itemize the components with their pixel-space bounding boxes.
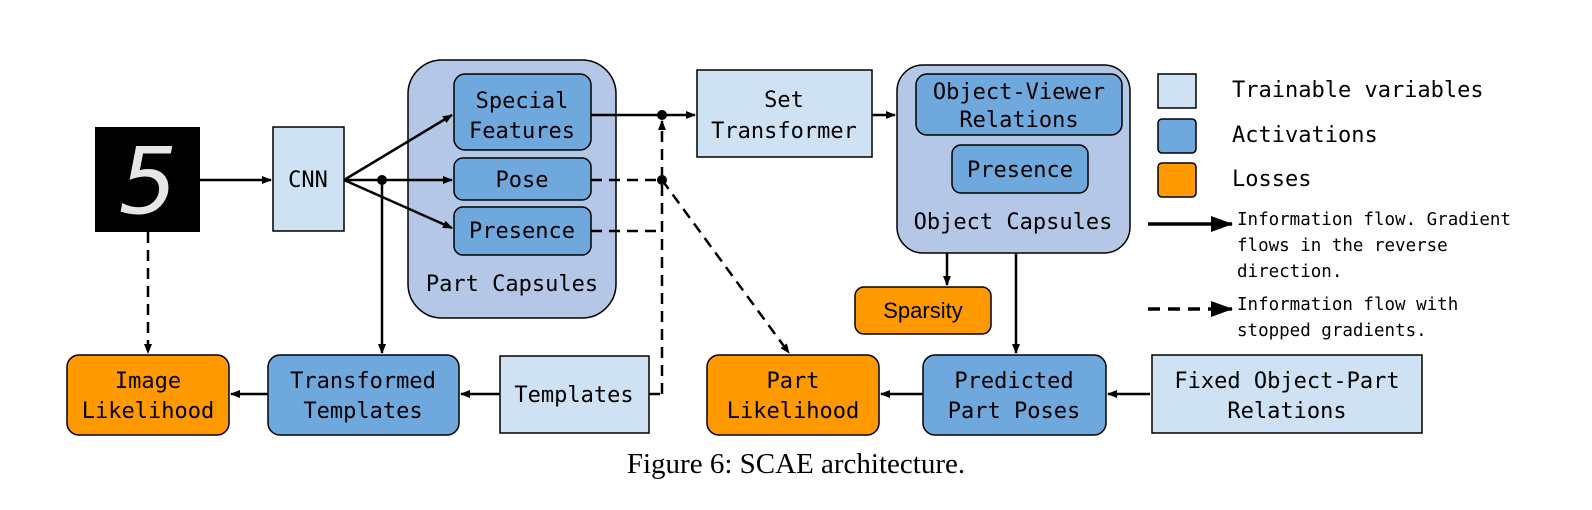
object-viewer-line-1: Object-Viewer — [933, 80, 1105, 105]
input-digit-image: 5 — [95, 127, 200, 235]
legend-info-flow-line-3: direction. — [1237, 262, 1342, 282]
pose-node: Pose — [453, 157, 592, 201]
object-capsules-label: Object Capsules — [914, 210, 1113, 235]
presence-part-label: Presence — [469, 219, 575, 244]
part-likelihood-line-1: Part — [767, 369, 820, 394]
legend-swatch-trainable — [1157, 73, 1197, 109]
legend-trainable-label: Trainable variables — [1232, 78, 1484, 103]
junction-dot-features — [657, 110, 667, 120]
special-features-line-2: Features — [469, 119, 575, 144]
set-transformer-line-2: Transformer — [711, 119, 857, 144]
image-likelihood-line-1: Image — [115, 369, 181, 394]
caption-prefix: Figure 6: — [626, 448, 740, 480]
templates-label: Templates — [514, 383, 633, 408]
transformed-templates-line-2: Templates — [303, 399, 422, 424]
predicted-part-poses-line-2: Part Poses — [948, 399, 1080, 424]
special-features-node: Special Features — [453, 73, 592, 151]
part-capsules-label: Part Capsules — [426, 272, 598, 297]
image-likelihood-node: Image Likelihood — [66, 354, 230, 436]
presence-object-node: Presence — [951, 144, 1089, 194]
cnn-node: CNN — [272, 126, 345, 232]
part-likelihood-line-2: Likelihood — [727, 399, 859, 424]
special-features-line-1: Special — [476, 89, 569, 114]
presence-object-label: Presence — [967, 158, 1073, 183]
solid-arrows — [200, 111, 1150, 398]
fixed-relations-line-2: Relations — [1227, 399, 1346, 424]
image-likelihood-line-2: Likelihood — [82, 399, 214, 424]
pose-label: Pose — [496, 168, 549, 193]
object-viewer-relations-node: Object-Viewer Relations — [915, 73, 1123, 136]
digit-glyph: 5 — [119, 128, 178, 235]
dashed-arrows — [144, 120, 791, 396]
transformed-templates-line-1: Transformed — [290, 369, 436, 394]
legend-swatch-losses — [1157, 162, 1197, 198]
cnn-label: CNN — [288, 168, 328, 193]
transformed-templates-node: Transformed Templates — [267, 354, 460, 436]
junction-dots — [377, 110, 667, 185]
junction-dot-cnn — [377, 175, 387, 185]
legend-activations-label: Activations — [1232, 123, 1378, 148]
sparsity-node: Sparsity — [854, 286, 992, 335]
legend: Trainable variables Activations Losses I… — [1148, 73, 1511, 341]
caption-model-name: SCAE — [739, 448, 814, 480]
part-likelihood-node: Part Likelihood — [706, 354, 880, 436]
sparsity-label: Sparsity — [883, 298, 962, 323]
figure-caption: Figure 6: SCAE architecture. — [0, 448, 1592, 481]
fixed-relations-line-1: Fixed Object-Part — [1174, 369, 1399, 394]
legend-losses-label: Losses — [1232, 167, 1311, 192]
dashed-arrow-to-part-likelihood — [660, 179, 791, 354]
legend-info-flow-line-2: flows in the reverse — [1237, 236, 1448, 256]
legend-stopped-flow-line-1: Information flow with — [1237, 295, 1458, 315]
set-transformer-line-1: Set — [764, 88, 804, 113]
arrow-cnn-to-special-features — [343, 113, 453, 182]
legend-swatch-activations — [1157, 118, 1197, 154]
presence-part-node: Presence — [453, 206, 592, 256]
set-transformer-node: Set Transformer — [696, 69, 873, 158]
templates-node: Templates — [499, 355, 650, 434]
legend-stopped-flow-line-2: stopped gradients. — [1237, 321, 1427, 341]
predicted-part-poses-node: Predicted Part Poses — [922, 354, 1107, 436]
arrow-cnn-to-presence — [343, 178, 453, 230]
legend-info-flow-line-1: Information flow. Gradient — [1237, 210, 1511, 230]
junction-dot-pose — [657, 175, 667, 185]
fixed-object-part-relations-node: Fixed Object-Part Relations — [1151, 354, 1423, 434]
caption-suffix: architecture. — [813, 448, 966, 480]
predicted-part-poses-line-1: Predicted — [954, 369, 1073, 394]
object-viewer-line-2: Relations — [959, 108, 1078, 133]
